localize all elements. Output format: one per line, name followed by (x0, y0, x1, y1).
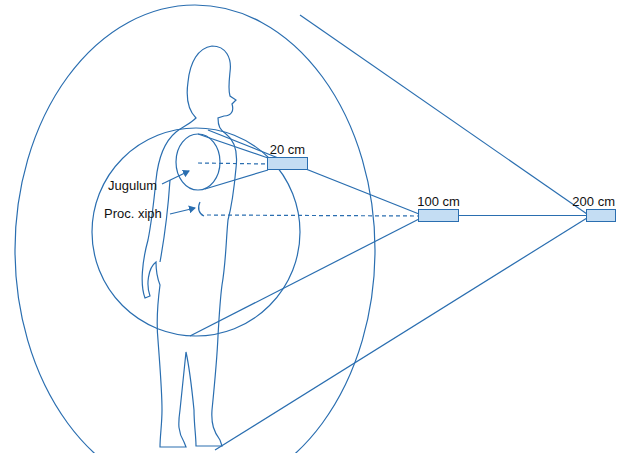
dashed-line (198, 163, 267, 164)
cone-line (190, 219, 419, 336)
probe-node: 20 cm (267, 142, 308, 170)
cone-line (215, 218, 587, 450)
arm-line (160, 180, 170, 262)
cone-line (208, 130, 419, 214)
probe-node: 200 cm (572, 194, 615, 222)
outer-range (15, 5, 375, 453)
anatomy-label: Proc. xiph (104, 206, 162, 221)
dashed-line (207, 215, 418, 216)
anatomy-label: Jugulum (108, 178, 157, 193)
inner-range (176, 134, 220, 190)
distance-label: 20 cm (267, 142, 308, 157)
distance-label: 100 cm (417, 194, 460, 209)
cone-line (205, 170, 268, 189)
probe-box (267, 157, 308, 170)
probe-node: 100 cm (417, 194, 460, 222)
probe-box (418, 209, 459, 222)
leader-arrow (162, 171, 189, 184)
distance-label: 200 cm (572, 194, 615, 209)
connector-line (459, 215, 586, 216)
leader-arrow (170, 208, 195, 214)
xiph-mark (199, 202, 204, 216)
cone-line (198, 134, 268, 158)
probe-box (586, 209, 616, 222)
person-silhouette (142, 46, 236, 447)
